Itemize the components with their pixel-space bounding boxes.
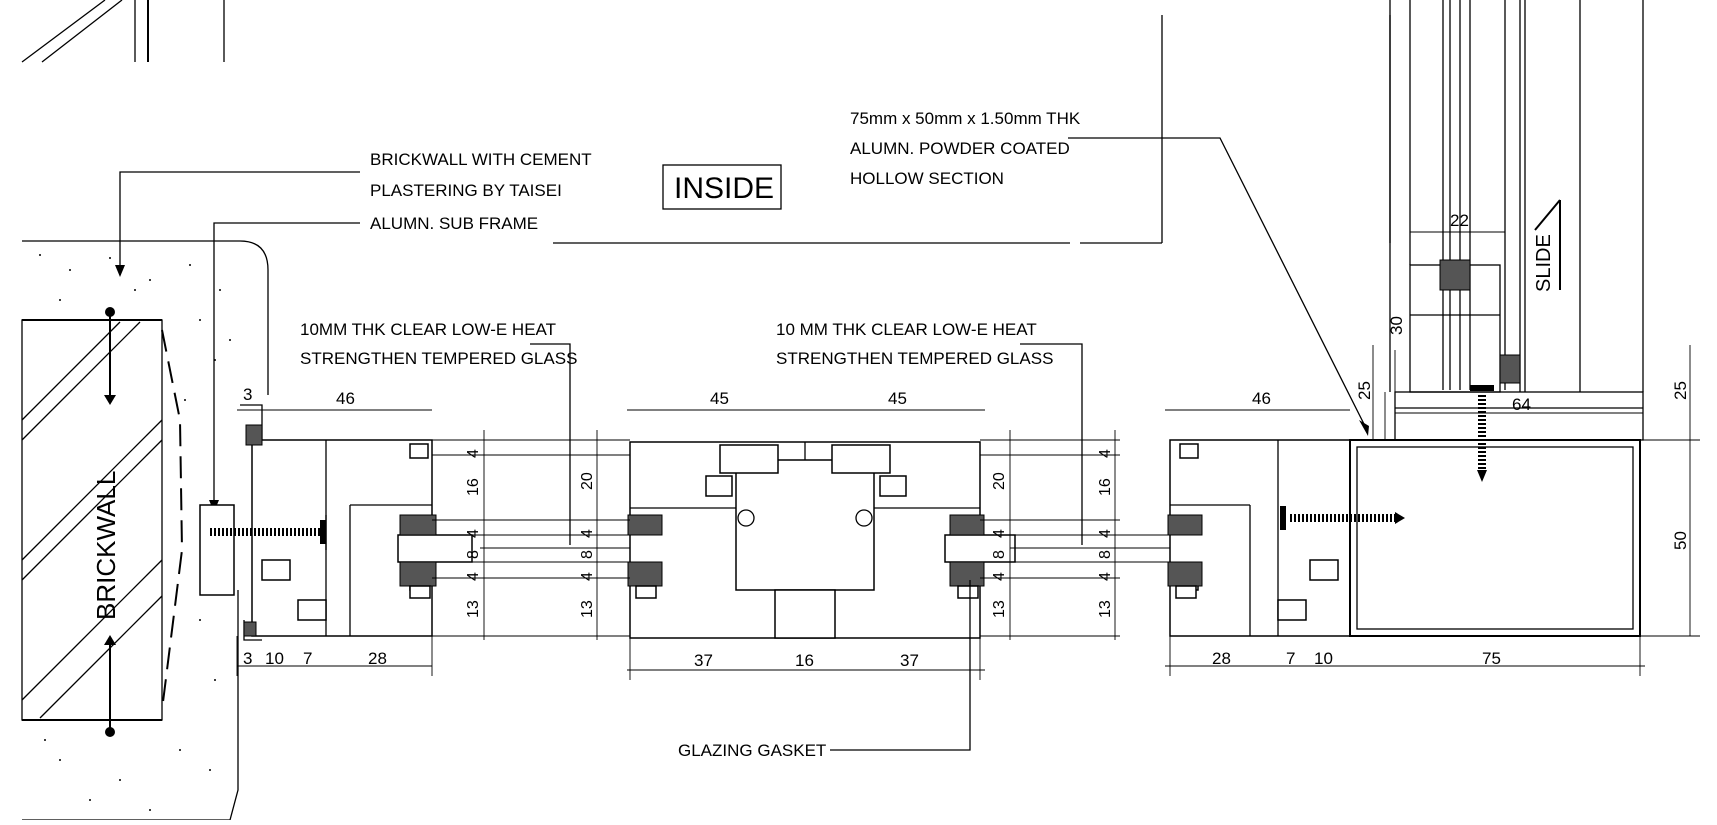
- glass-left-line1: 10MM THK CLEAR LOW-E HEAT: [300, 320, 556, 339]
- brick-wall: [21, 240, 269, 821]
- hollow-leader: [1068, 137, 1368, 431]
- dim-col2-4: 13: [579, 600, 596, 618]
- slide-arrow: [1534, 199, 1561, 290]
- bottom-dimension-lines: [236, 636, 1645, 680]
- dim-bot-37-a: 37: [694, 651, 713, 670]
- right-frame-gaskets: [1167, 514, 1203, 599]
- inside-box: [662, 164, 782, 210]
- glass-right-line2: STRENGTHEN TEMPERED GLASS: [776, 349, 1053, 368]
- top-dimension-lines: [237, 231, 1691, 636]
- dim-col2-0: 20: [579, 472, 596, 490]
- dim-col3-0: 20: [991, 472, 1008, 490]
- middle-left-gaskets: [627, 514, 663, 599]
- dim-col1-0: 4: [465, 449, 482, 458]
- dim-bot-28-a: 28: [368, 649, 387, 668]
- dim-v-50: 50: [1671, 531, 1690, 550]
- subframe-note: ALUMN. SUB FRAME: [370, 214, 538, 233]
- glass-left-leader: [530, 343, 571, 545]
- column-dimensions: 4 16 4 8 4 13 20 4 8 4 13 20 4 8 4 13 4 16 4 8 4 13: [465, 449, 1114, 618]
- dim-bot-10-b: 10: [1314, 649, 1333, 668]
- glass-lines: [480, 430, 1170, 640]
- brickwall-label: BRICKWALL: [91, 471, 121, 620]
- glazing-gasket-label: GLAZING GASKET: [678, 741, 826, 760]
- dim-bot-37-b: 37: [900, 651, 919, 670]
- inside-label: INSIDE: [674, 172, 774, 205]
- dim-col2-1: 4: [579, 529, 596, 538]
- left-screw: [210, 515, 327, 550]
- dim-bot-7-a: 7: [303, 649, 312, 668]
- dim-bot-75: 75: [1482, 649, 1501, 668]
- dim-col3-4: 13: [991, 600, 1008, 618]
- dim-bot-10-a: 10: [265, 649, 284, 668]
- dim-top-45-a: 45: [710, 389, 729, 408]
- hollow-note-line2: ALUMN. POWDER COATED: [850, 139, 1070, 158]
- subframe-leader: [213, 222, 360, 510]
- dim-top-22: 22: [1450, 211, 1469, 230]
- hollow-note-line1: 75mm x 50mm x 1.50mm THK: [850, 109, 1081, 128]
- sliding-sash: [1389, 0, 1644, 482]
- dim-bot-16: 16: [795, 651, 814, 670]
- brickwall-note-line2: PLASTERING BY TAISEI: [370, 181, 562, 200]
- dim-col2-2: 8: [579, 550, 596, 559]
- hollow-note-line3: HOLLOW SECTION: [850, 169, 1004, 188]
- dim-col4-2: 4: [1097, 529, 1114, 538]
- dim-top-3: 3: [243, 385, 252, 404]
- glass-right-line1: 10 MM THK CLEAR LOW-E HEAT: [776, 320, 1037, 339]
- brickwall-note-line1: BRICKWALL WITH CEMENT: [370, 150, 592, 169]
- right-glass-pane: [944, 514, 1016, 599]
- dim-col4-3: 8: [1097, 550, 1114, 559]
- dim-top-45-b: 45: [888, 389, 907, 408]
- dim-top-64: 64: [1512, 395, 1531, 414]
- dim-v-30: 30: [1387, 316, 1406, 335]
- slide-label: SLIDE: [1533, 234, 1555, 292]
- right-screw: [1280, 506, 1405, 530]
- dim-col2-3: 4: [579, 572, 596, 581]
- dim-col1-4: 4: [465, 572, 482, 581]
- dim-col3-1: 4: [991, 529, 1008, 538]
- dim-col1-1: 16: [465, 478, 482, 496]
- dim-col1-3: 8: [465, 550, 482, 559]
- dim-top-46-right: 46: [1252, 389, 1271, 408]
- dim-bot-28-b: 28: [1212, 649, 1231, 668]
- dim-bot-3: 3: [243, 649, 252, 668]
- dim-col1-5: 13: [465, 600, 482, 618]
- dim-v-25-b: 25: [1671, 381, 1690, 400]
- left-frame-profile: [199, 404, 433, 641]
- dim-top-46-left: 46: [336, 389, 355, 408]
- top-brick-fragment: [21, 0, 225, 63]
- brickwall-leader: [119, 171, 360, 275]
- hollow-section: [1349, 439, 1700, 637]
- dim-col4-4: 4: [1097, 572, 1114, 581]
- right-frame-profile: [1169, 439, 1351, 637]
- dim-bot-7-b: 7: [1286, 649, 1295, 668]
- dim-col3-3: 4: [991, 572, 1008, 581]
- glass-right-leader: [1020, 343, 1083, 545]
- dim-v-25-a: 25: [1355, 381, 1374, 400]
- dim-col4-1: 16: [1097, 478, 1114, 496]
- glass-left-line2: STRENGTHEN TEMPERED GLASS: [300, 349, 577, 368]
- dim-col1-2: 4: [465, 529, 482, 538]
- dim-col3-2: 8: [991, 550, 1008, 559]
- dim-col4-5: 13: [1097, 600, 1114, 618]
- dim-col4-0: 4: [1097, 449, 1114, 458]
- middle-mullion-profile: [629, 441, 981, 639]
- glazing-gasket-leader: [830, 580, 971, 751]
- left-glass-pane: [397, 514, 473, 599]
